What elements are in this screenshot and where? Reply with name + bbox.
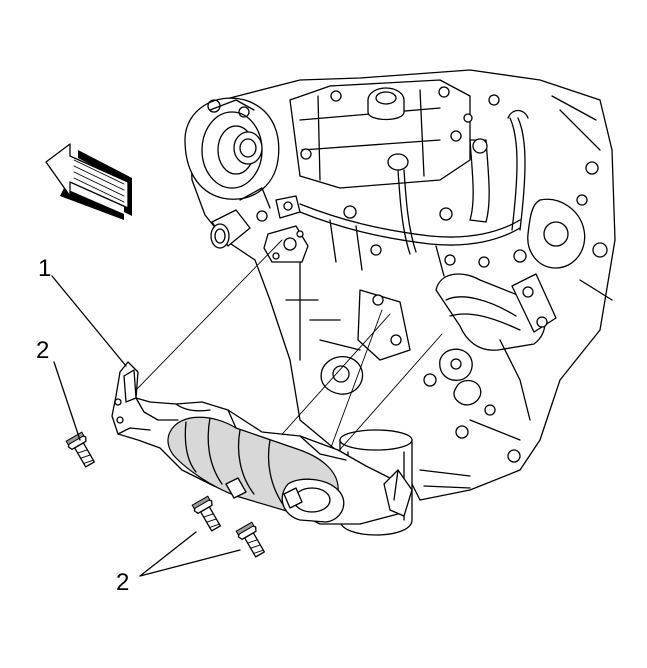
front-direction-arrow-icon [45, 143, 132, 220]
bolt-icon-bottom-1 [191, 495, 221, 532]
callout-leaders [51, 275, 241, 577]
callout-label-2-left: 2 [36, 337, 49, 364]
callout-label-2-bottom: 2 [116, 569, 129, 596]
bolt-icon-bottom-2 [235, 521, 265, 558]
catalytic-converter-heat-shield [111, 361, 413, 525]
callout-label-1: 1 [38, 255, 51, 282]
engine-assembly [184, 69, 616, 536]
bolt-icon-left [65, 431, 95, 468]
